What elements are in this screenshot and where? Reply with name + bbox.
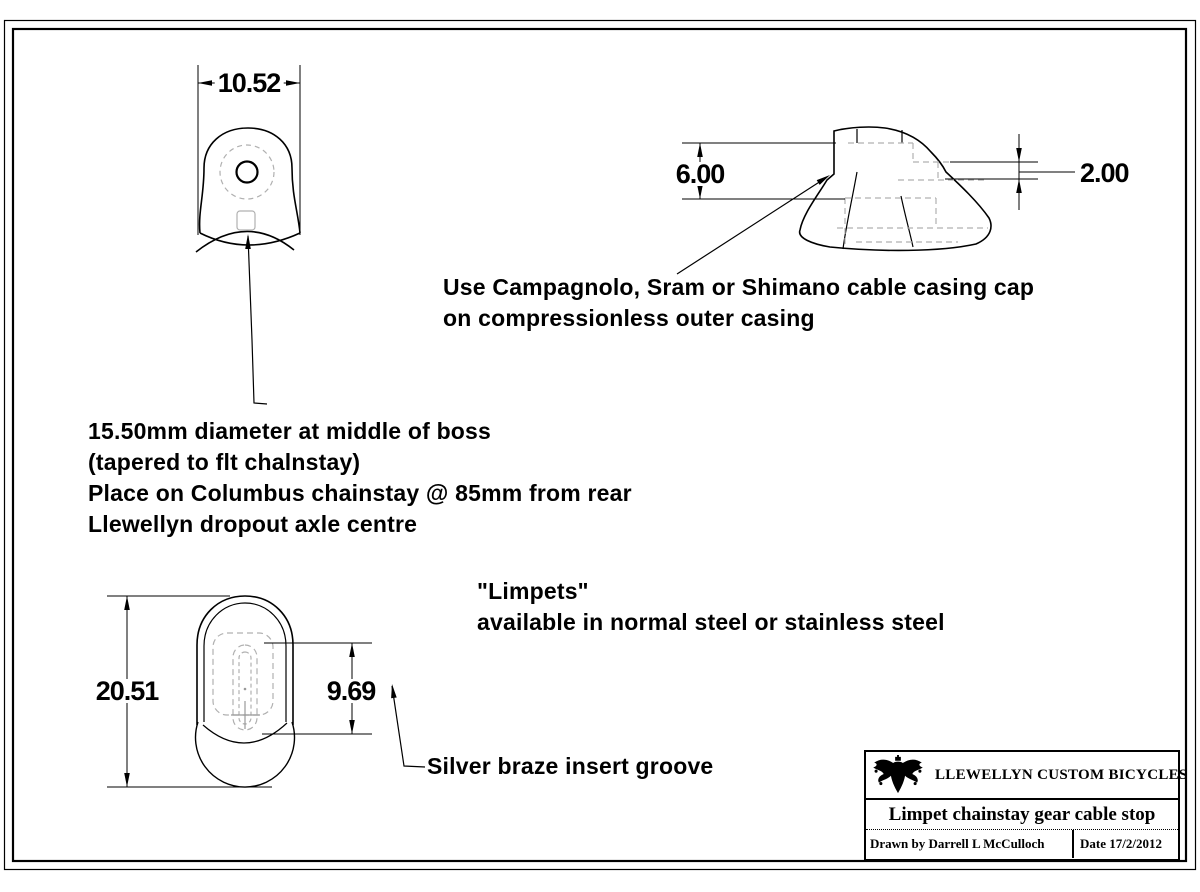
note-casing-cap-line1: Use Campagnolo, Sram or Shimano cable ca… xyxy=(443,274,1035,300)
outer-border xyxy=(3,19,1197,871)
title-block: LLEWELLYN CUSTOM BICYCLES Limpet chainst… xyxy=(864,750,1187,861)
dimension-label-base-length: 20.51 xyxy=(92,678,162,705)
flare-crease-left xyxy=(842,171,858,250)
side-view xyxy=(676,126,1075,275)
note-placement-line4: Llewellyn dropout axle centre xyxy=(88,511,418,537)
front-view-saddle-far-rim xyxy=(195,230,295,253)
side-view-outline xyxy=(798,126,992,252)
note-limpets-line1: "Limpets" xyxy=(477,578,589,604)
sheet-border xyxy=(3,19,1197,871)
title-block-footer-row: Drawn by Darrell L McCulloch Date 17/2/2… xyxy=(866,830,1178,858)
title-block-header-row: LLEWELLYN CUSTOM BICYCLES xyxy=(866,752,1187,800)
note-casing-cap-line2: on compressionless outer casing xyxy=(443,305,815,331)
drawn-by: Drawn by Darrell L McCulloch xyxy=(866,830,1074,858)
dimension-label-slot-length: 9.69 xyxy=(323,678,379,705)
dim-cap-depth xyxy=(945,134,1075,210)
cable-hole xyxy=(235,160,259,184)
note-placement-line2: (tapered to flt chalnstay) xyxy=(88,449,361,475)
note-limpets-line2: available in normal steel or stainless s… xyxy=(477,609,945,635)
chainstay-tube-circle xyxy=(194,721,296,788)
note-placement-line1: 15.50mm diameter at middle of boss xyxy=(88,418,492,444)
inner-border xyxy=(11,27,1188,863)
drawing-title: Limpet chainstay gear cable stop xyxy=(866,800,1178,830)
note-groove: Silver braze insert groove xyxy=(427,753,714,779)
note-limpets: "Limpets" available in normal steel or s… xyxy=(477,576,945,638)
dimension-label-top-width: 10.52 xyxy=(214,70,284,97)
note-placement-line3: Place on Columbus chainstay @ 85mm from … xyxy=(88,480,632,506)
dimension-label-side-height: 6.00 xyxy=(672,161,728,188)
boss-hidden-circle xyxy=(219,144,275,200)
groove-hidden-outline xyxy=(236,210,256,231)
base-inner-stadium xyxy=(203,602,287,722)
front-view xyxy=(195,65,301,405)
note-casing-cap: Use Campagnolo, Sram or Shimano cable ca… xyxy=(443,272,1034,334)
drawing-date: Date 17/2/2012 xyxy=(1080,836,1162,851)
base-hidden-lines xyxy=(212,632,274,731)
llewellyn-crest-logo xyxy=(873,755,923,794)
placement-leader xyxy=(245,234,268,405)
base-outline-stadium xyxy=(196,595,294,725)
tube-inner-arc xyxy=(202,722,288,744)
front-view-outline xyxy=(198,127,301,234)
company-name: LLEWELLYN CUSTOM BICYCLES xyxy=(935,766,1188,783)
flare-crease-right xyxy=(900,195,914,248)
side-view-hidden-lines xyxy=(837,142,988,246)
casing-cap-leader xyxy=(676,175,830,275)
note-placement: 15.50mm diameter at middle of boss (tape… xyxy=(88,416,632,540)
dim-side-height xyxy=(682,142,845,200)
base-view xyxy=(107,595,426,788)
dimension-label-cap-depth: 2.00 xyxy=(1077,160,1132,187)
groove-leader xyxy=(391,684,426,768)
